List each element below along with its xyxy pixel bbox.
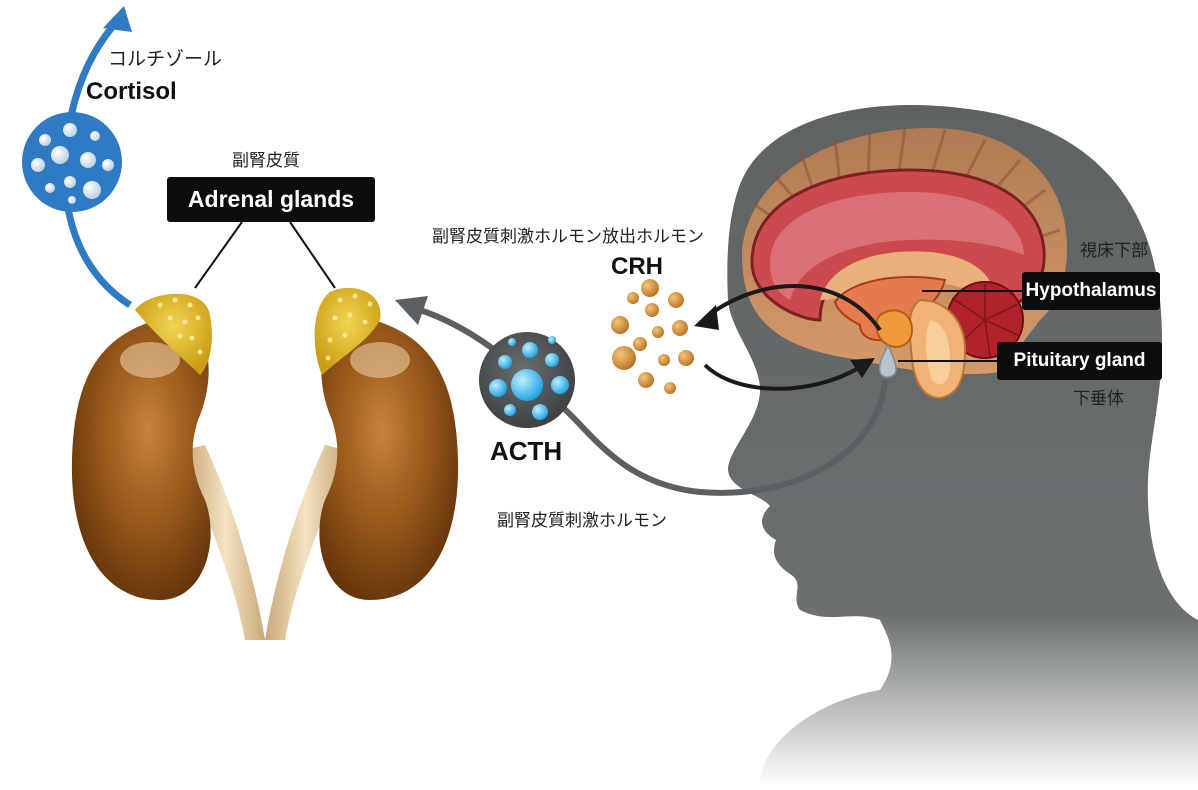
- adrenal-glands-tag: Adrenal glands: [167, 177, 375, 222]
- hypothalamus-region: [876, 310, 912, 346]
- adrenal-jp-label: 副腎皮質: [232, 146, 300, 171]
- pituitary-gland-tag: Pituitary gland: [997, 342, 1162, 380]
- cortisol-jp-label: コルチゾール: [108, 44, 222, 71]
- acth-molecule-cluster: [479, 332, 575, 428]
- acth-label: ACTH: [490, 436, 562, 467]
- cortisol-molecule-cluster: [22, 112, 122, 212]
- acth-jp-label: 副腎皮質刺激ホルモン: [497, 506, 667, 531]
- crh-jp-label: 副腎皮質刺激ホルモン放出ホルモン: [432, 222, 704, 247]
- hypothalamus-jp-label: 視床下部: [1080, 236, 1148, 261]
- cortisol-label: Cortisol: [86, 78, 177, 106]
- crh-molecules: [611, 279, 694, 394]
- adrenal-pointer-right: [290, 222, 335, 288]
- hypothalamus-tag: Hypothalamus: [1022, 272, 1160, 310]
- pituitary-jp-label: 下垂体: [1073, 384, 1124, 409]
- crh-label: CRH: [611, 253, 663, 281]
- adrenal-pointer-left: [195, 222, 242, 288]
